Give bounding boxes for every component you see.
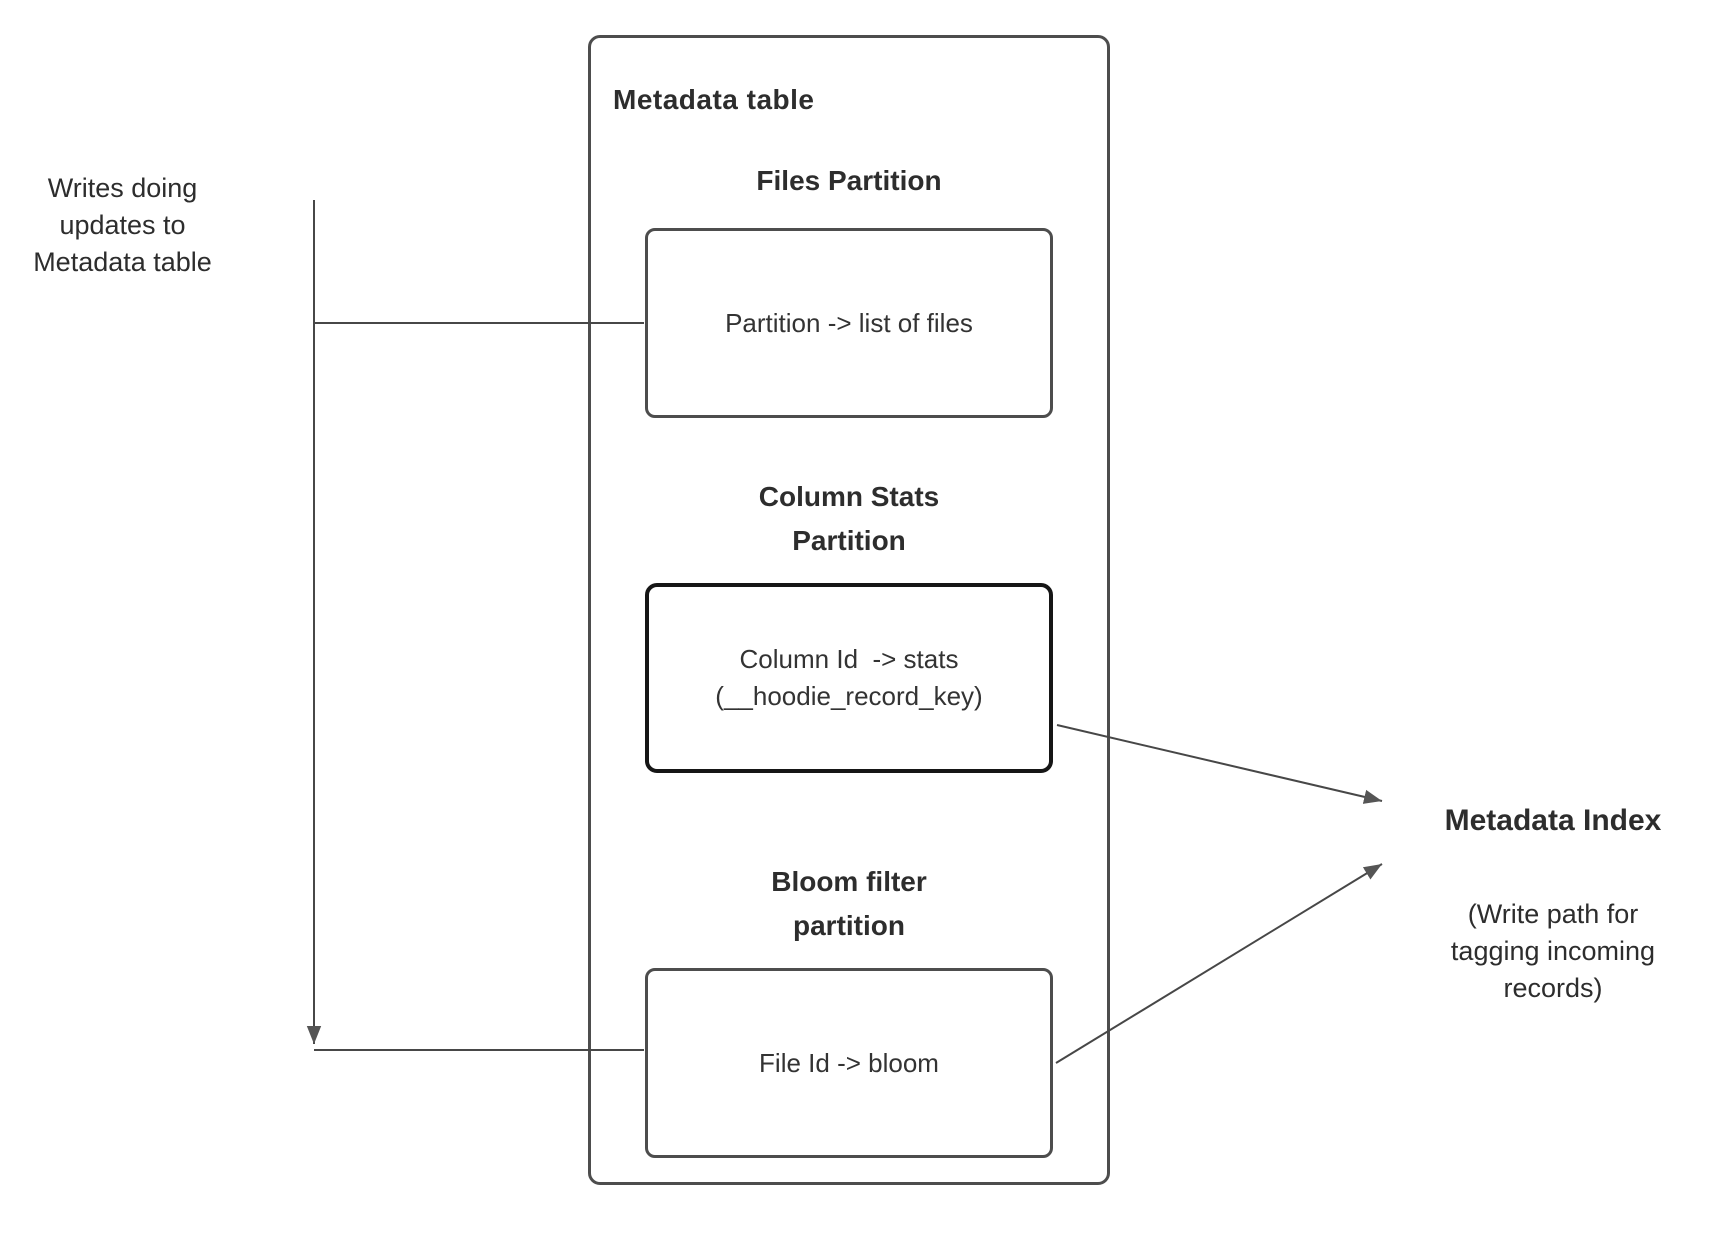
files-partition-box: Partition -> list of files — [645, 228, 1053, 418]
heading-line: Column Stats — [758, 481, 940, 512]
column-stats-partition-heading: Column Stats Partition — [645, 475, 1053, 563]
metadata-index-subtitle-line: records) — [1503, 973, 1603, 1003]
metadata-index-title: Metadata Index — [1444, 804, 1662, 837]
writes-note: Writes doing updates to Metadata table — [10, 170, 235, 281]
writes-note-line: Metadata table — [33, 247, 212, 277]
files-partition-heading: Files Partition — [645, 163, 1053, 199]
metadata-table-title: Metadata table — [613, 84, 815, 115]
column-stats-partition-box: Column Id -> stats (__hoodie_record_key) — [645, 583, 1053, 773]
metadata-index-subtitle-line: (Write path for — [1467, 899, 1639, 929]
heading-line: Files Partition — [756, 165, 942, 196]
metadata-index-subtitle: (Write path for tagging incoming records… — [1388, 896, 1718, 1007]
writes-note-line: Writes doing — [47, 173, 198, 203]
heading-line: Partition — [792, 525, 906, 556]
bloom-filter-partition-box: File Id -> bloom — [645, 968, 1053, 1158]
heading-line: partition — [793, 910, 905, 941]
column-stats-box-text: Column Id -> stats — [739, 644, 959, 674]
files-partition-box-text: Partition -> list of files — [725, 307, 973, 338]
bloom-filter-partition-heading: Bloom filter partition — [645, 860, 1053, 948]
heading-line: Bloom filter — [771, 866, 927, 897]
column-stats-box-subtext: (__hoodie_record_key) — [715, 681, 983, 711]
bloom-filter-box-text: File Id -> bloom — [759, 1047, 939, 1078]
metadata-index-subtitle-line: tagging incoming — [1450, 936, 1656, 966]
writes-note-line: updates to — [59, 210, 186, 240]
